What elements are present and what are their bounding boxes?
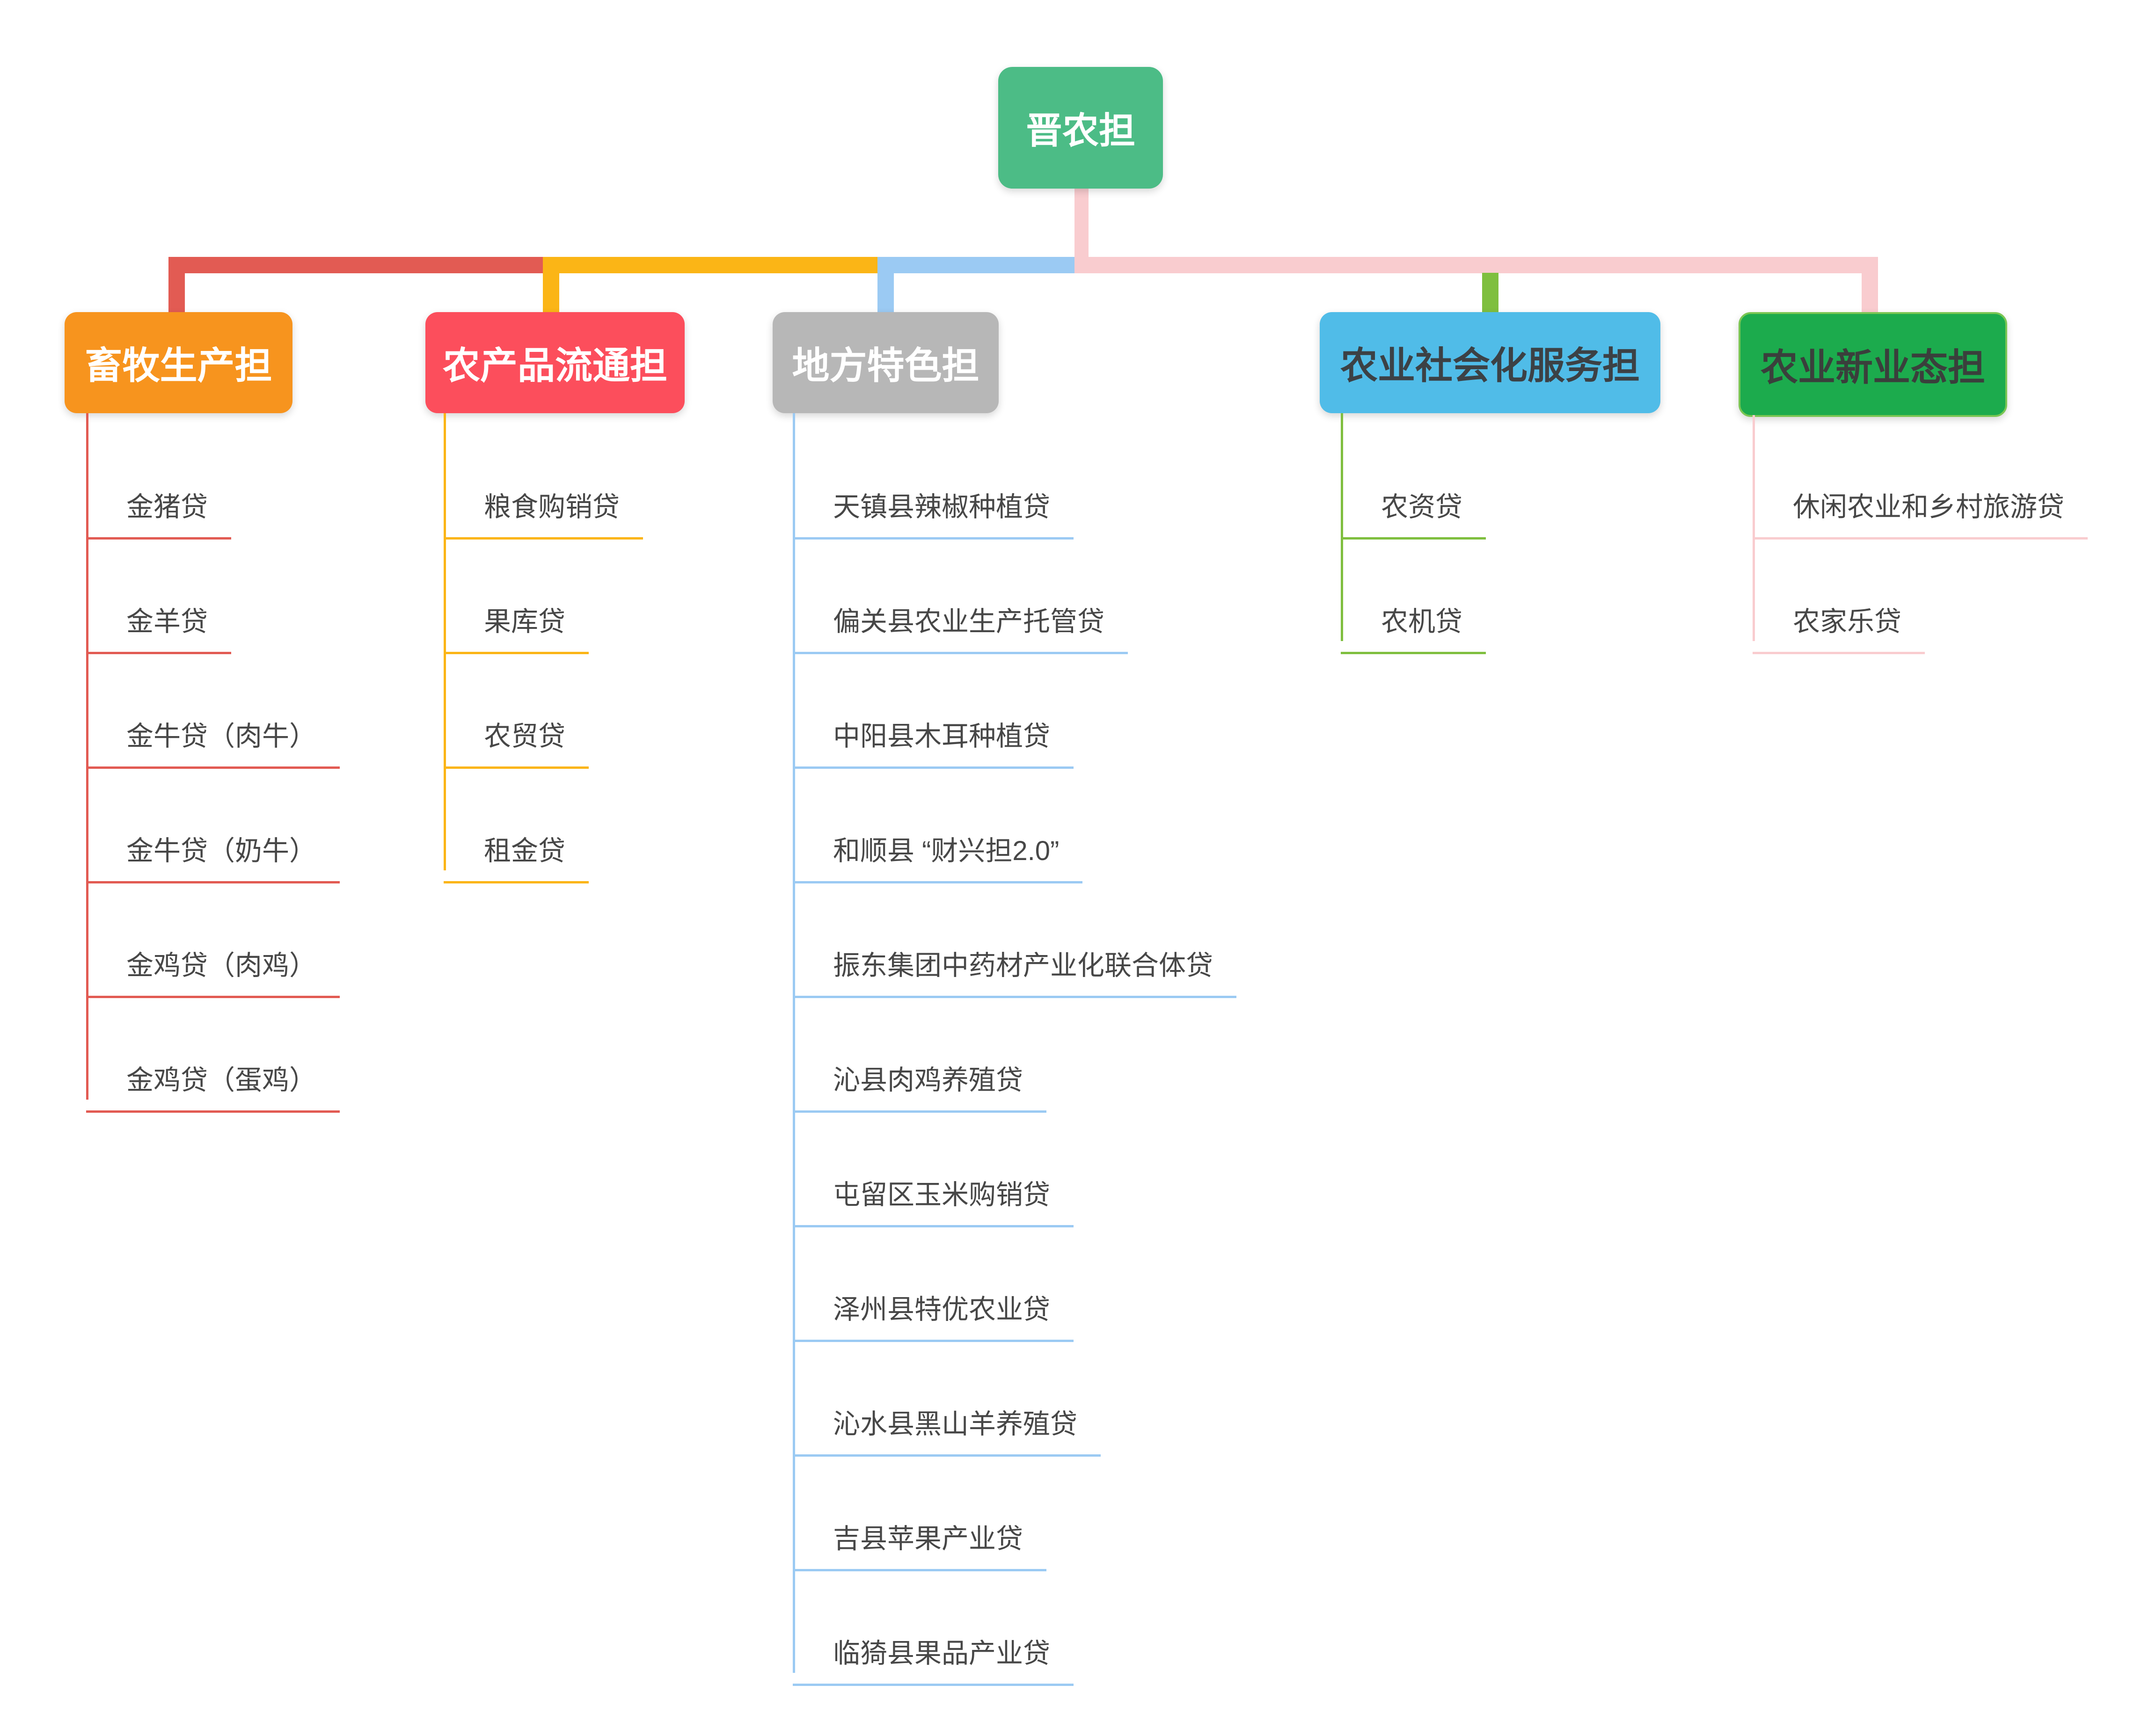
root-topic[interactable]: 晋农担 <box>998 67 1163 189</box>
leaf-label: 屯留区玉米购销贷 <box>833 1180 1051 1210</box>
leaf-label: 粮食购销贷 <box>484 492 620 522</box>
branch-topic-new-business[interactable]: 农业新业态担 <box>1739 312 2007 417</box>
connector-drop-livestock <box>168 257 185 312</box>
branch-topic-socialized-service[interactable]: 农业社会化服务担 <box>1320 312 1660 413</box>
leaf-label: 农家乐贷 <box>1793 606 1902 637</box>
leaf-label: 中阳县木耳种植贷 <box>833 721 1051 751</box>
leaf-item[interactable]: 屯留区玉米购销贷 <box>793 1160 1074 1227</box>
leaf-label: 偏关县农业生产托管贷 <box>833 606 1105 637</box>
leaf-item[interactable]: 中阳县木耳种植贷 <box>793 702 1074 769</box>
leaf-label: 金鸡贷（蛋鸡） <box>126 1065 317 1095</box>
leaf-item[interactable]: 金牛贷（奶牛） <box>86 817 340 883</box>
branch-topic-local-specialty[interactable]: 地方特色担 <box>773 312 999 413</box>
leaf-label: 果库贷 <box>484 606 566 637</box>
leaf-item[interactable]: 天镇县辣椒种植贷 <box>793 473 1074 540</box>
leaf-item[interactable]: 粮食购销贷 <box>444 473 643 540</box>
leaf-label: 租金贷 <box>484 836 566 866</box>
branch-topic-label: 畜牧生产担 <box>85 345 272 387</box>
leaf-label: 农机贷 <box>1381 606 1463 637</box>
leaf-label: 泽州县特优农业贷 <box>833 1294 1051 1325</box>
leaf-item[interactable]: 和顺县 “财兴担2.0” <box>793 817 1083 883</box>
leaf-item[interactable]: 租金贷 <box>444 817 589 883</box>
leaf-label: 金羊贷 <box>126 606 208 637</box>
leaf-label: 天镇县辣椒种植贷 <box>833 492 1051 522</box>
leaf-item[interactable]: 休闲农业和乡村旅游贷 <box>1753 473 2088 540</box>
leaf-label: 沁县肉鸡养殖贷 <box>833 1065 1023 1095</box>
connector-bar-circulation <box>543 257 884 273</box>
child-spine-livestock <box>86 413 88 1100</box>
branch-topic-label: 农产品流通担 <box>443 345 667 387</box>
leaf-item[interactable]: 吉县苹果产业贷 <box>793 1504 1047 1571</box>
leaf-item[interactable]: 金羊贷 <box>86 587 232 654</box>
connector-bar-local <box>877 257 1082 273</box>
leaf-item[interactable]: 振东集团中药材产业化联合体贷 <box>793 931 1237 998</box>
branch-topic-label: 农业新业态担 <box>1761 347 1985 388</box>
connector-drop-circulation <box>543 257 559 312</box>
leaf-item[interactable]: 金鸡贷（肉鸡） <box>86 931 340 998</box>
leaf-label: 和顺县 “财兴担2.0” <box>833 836 1060 866</box>
leaf-item[interactable]: 沁县肉鸡养殖贷 <box>793 1046 1047 1113</box>
leaf-label: 振东集团中药材产业化联合体贷 <box>833 950 1213 981</box>
leaf-label: 农资贷 <box>1381 492 1463 522</box>
leaf-item[interactable]: 偏关县农业生产托管贷 <box>793 587 1128 654</box>
leaf-item[interactable]: 沁水县黑山羊养殖贷 <box>793 1390 1101 1457</box>
leaf-label: 金猪贷 <box>126 492 208 522</box>
leaf-item[interactable]: 金鸡贷（蛋鸡） <box>86 1046 340 1113</box>
leaf-label: 金牛贷（奶牛） <box>126 836 317 866</box>
branch-topic-circulation[interactable]: 农产品流通担 <box>425 312 685 413</box>
child-spine-local <box>793 413 795 1673</box>
connector-drop-service <box>1482 273 1498 312</box>
branch-topic-label: 农业社会化服务担 <box>1340 345 1640 387</box>
leaf-label: 农贸贷 <box>484 721 566 751</box>
leaf-label: 金牛贷（肉牛） <box>126 721 317 751</box>
leaf-label: 沁水县黑山羊养殖贷 <box>833 1409 1078 1439</box>
leaf-item[interactable]: 金猪贷 <box>86 473 232 540</box>
leaf-item[interactable]: 金牛贷（肉牛） <box>86 702 340 769</box>
connector-bar-newbiz <box>1082 257 1878 273</box>
child-spine-circulation <box>444 413 446 870</box>
connector-drop-newbiz <box>1862 257 1878 312</box>
leaf-label: 临猗县果品产业贷 <box>833 1638 1051 1669</box>
child-spine-newbiz <box>1753 415 1755 641</box>
root-topic-label: 晋农担 <box>1025 110 1135 151</box>
leaf-label: 吉县苹果产业贷 <box>833 1524 1023 1554</box>
leaf-item[interactable]: 泽州县特优农业贷 <box>793 1275 1074 1342</box>
connector-drop-local <box>877 257 894 312</box>
branch-topic-label: 地方特色担 <box>792 345 979 387</box>
child-spine-service <box>1341 413 1343 641</box>
leaf-item[interactable]: 农机贷 <box>1341 587 1486 654</box>
leaf-item[interactable]: 农资贷 <box>1341 473 1486 540</box>
connector-root-stem <box>1074 189 1089 273</box>
leaf-item[interactable]: 临猗县果品产业贷 <box>793 1619 1074 1686</box>
branch-topic-livestock[interactable]: 畜牧生产担 <box>65 312 292 413</box>
leaf-label: 金鸡贷（肉鸡） <box>126 950 317 981</box>
leaf-label: 休闲农业和乡村旅游贷 <box>1793 492 2065 522</box>
leaf-item[interactable]: 果库贷 <box>444 587 589 654</box>
leaf-item[interactable]: 农贸贷 <box>444 702 589 769</box>
connector-bar-livestock <box>168 257 543 273</box>
leaf-item[interactable]: 农家乐贷 <box>1753 587 1925 654</box>
